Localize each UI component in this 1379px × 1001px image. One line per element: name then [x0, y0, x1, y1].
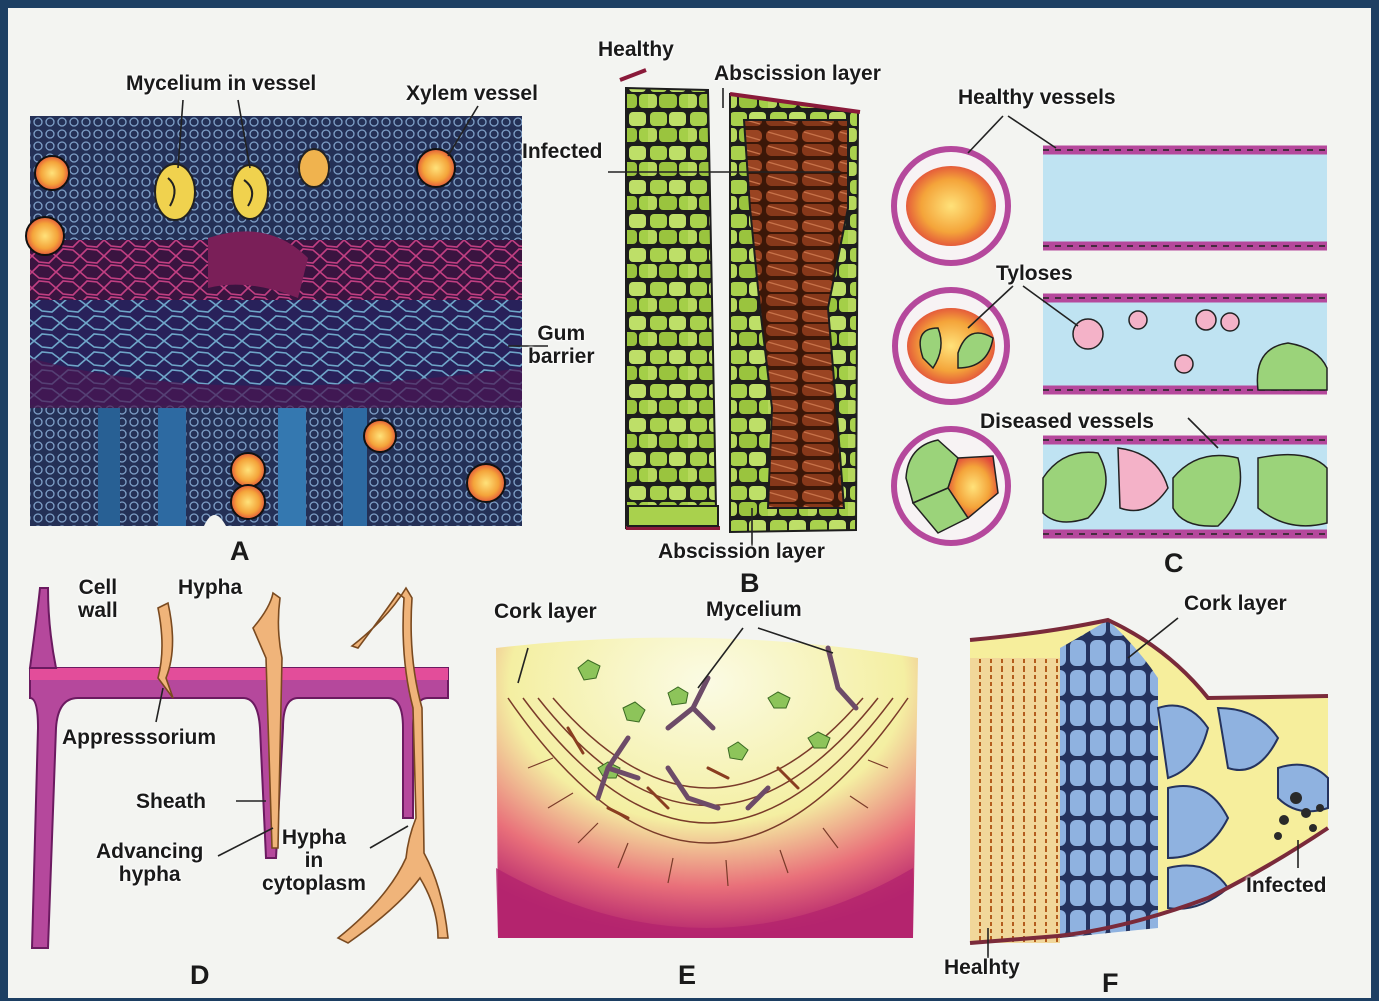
panel-b-letter: B	[740, 568, 760, 599]
panel-c-section	[894, 149, 1327, 543]
panel-d-letter: D	[190, 960, 210, 991]
diagram-art	[8, 8, 1371, 998]
panel-b-section	[620, 70, 860, 532]
panel-d-section	[30, 588, 448, 948]
label-cell-wall: Cell wall	[78, 576, 118, 622]
label-infected-b: Infected	[522, 140, 603, 163]
panel-c-letter: C	[1164, 548, 1184, 579]
label-mycelium-e: Mycelium	[706, 598, 802, 621]
label-advancing-hypha: Advancing hypha	[96, 840, 203, 886]
panel-e-letter: E	[678, 960, 696, 991]
panel-a-section	[26, 116, 522, 526]
label-sheath: Sheath	[136, 790, 206, 813]
label-cork-layer-e: Cork layer	[494, 600, 597, 623]
panel-a-letter: A	[230, 536, 250, 567]
label-hypha: Hypha	[178, 576, 242, 599]
label-mycelium-in-vessel: Mycelium in vessel	[126, 72, 316, 95]
label-cork-layer-f: Cork layer	[1184, 592, 1287, 615]
label-healthy-vessels: Healthy vessels	[958, 86, 1116, 109]
label-abscission-layer-bottom: Abscission layer	[658, 540, 825, 563]
label-diseased-vessels: Diseased vessels	[980, 410, 1154, 433]
panel-f-letter: F	[1102, 968, 1119, 998]
label-gum-barrier: Gum barrier	[528, 322, 595, 368]
label-abscission-layer-top: Abscission layer	[714, 62, 881, 85]
diagram-frame: Mycelium in vessel Xylem vessel Gum barr…	[8, 8, 1371, 998]
label-appressorium: Appresssorium	[62, 726, 216, 749]
label-infected-f: Infected	[1246, 874, 1327, 897]
label-healthy-f: Healhty	[944, 956, 1020, 979]
label-tyloses: Tyloses	[996, 262, 1073, 285]
label-hypha-in-cytoplasm: Hypha in cytoplasm	[262, 826, 366, 895]
label-xylem-vessel: Xylem vessel	[406, 82, 538, 105]
panel-e-section	[496, 638, 918, 938]
label-healthy-b: Healthy	[598, 38, 674, 61]
